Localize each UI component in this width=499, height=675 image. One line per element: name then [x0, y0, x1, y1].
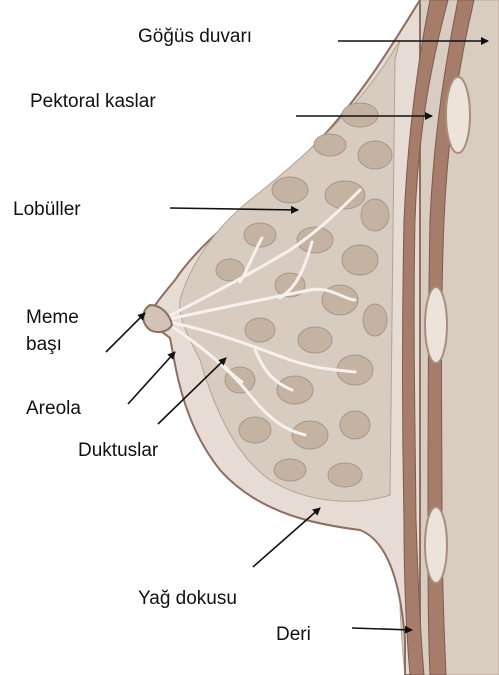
label-nipple-line1: Meme	[26, 307, 79, 329]
label-fat-tissue: Yağ dokusu	[138, 588, 237, 610]
label-nipple-line2: başı	[26, 334, 62, 356]
arrow-fat	[253, 508, 320, 567]
arrow-areola	[128, 352, 175, 404]
label-lobules: Lobüller	[13, 199, 81, 221]
arrow-nipple	[106, 313, 145, 352]
label-skin: Deri	[276, 624, 311, 646]
label-pectoral-muscles: Pektoral kaslar	[30, 91, 156, 113]
label-chest-wall: Göğüs duvarı	[138, 26, 252, 48]
label-ducts: Duktuslar	[78, 440, 158, 462]
label-areola: Areola	[26, 398, 81, 420]
